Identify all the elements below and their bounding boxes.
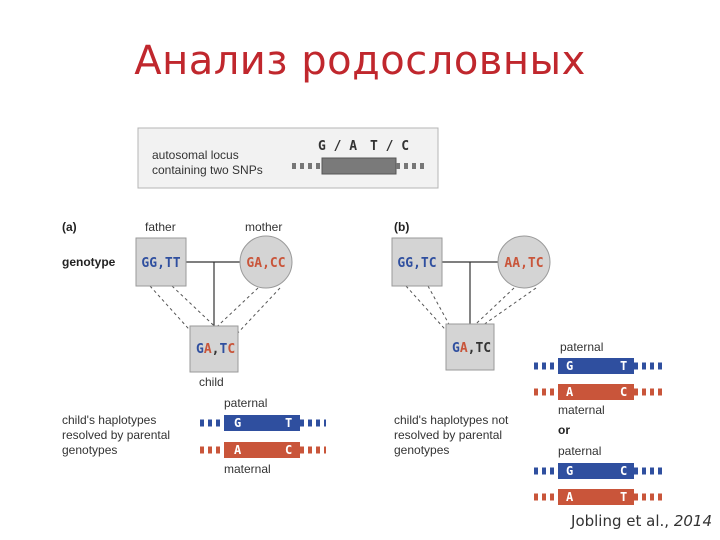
father-genotype-a: GG,TT [141, 256, 180, 271]
child-b-allele-1: G [452, 341, 460, 356]
child-node-b [445, 323, 495, 371]
child-genotype-a: GA,TC [196, 342, 235, 357]
maternal-bar-b1 [558, 384, 634, 400]
maternal-b2-allele-2: T [620, 490, 627, 504]
child-b-allele-2: A [460, 341, 468, 356]
paternal-b1-allele-2: T [620, 359, 627, 373]
resolution-b-line1: child's haplotypes not [394, 413, 509, 427]
maternal-label-a: maternal [224, 462, 271, 476]
child-label-a: child [199, 375, 224, 389]
resolution-a-line2: resolved by parental [62, 428, 170, 442]
inherit-line-a1 [149, 285, 197, 338]
or-label: or [558, 423, 570, 437]
resolution-a-line3: genotypes [62, 443, 117, 457]
mother-label: mother [245, 220, 282, 234]
child-a-allele-1: G [196, 342, 204, 357]
maternal-b1-allele-1: A [566, 385, 574, 399]
citation: Jobling et al., 2014 [571, 512, 712, 530]
paternal-bar-b2 [558, 463, 634, 479]
paternal-b2-allele-2: C [620, 464, 627, 478]
father-genotype-b: GG,TC [397, 256, 436, 271]
father-label: father [145, 220, 176, 234]
child-a-sep: , [212, 342, 220, 357]
maternal-b2-allele-1: A [566, 490, 574, 504]
resolution-b-line2: resolved by parental [394, 428, 502, 442]
citation-authors: Jobling et al., [571, 512, 674, 530]
panel-b-tag: (b) [394, 220, 409, 234]
maternal-b1-allele-2: C [620, 385, 627, 399]
child-genotype-b: GA,TC [452, 341, 491, 356]
child-a-allele-3: T [219, 342, 227, 357]
locus-label-line1: autosomal locus [152, 148, 239, 162]
paternal-label-b2: paternal [558, 444, 601, 458]
paternal-a-allele-1: G [234, 416, 241, 430]
maternal-bar-a [224, 442, 300, 458]
maternal-a-allele-2: C [285, 443, 292, 457]
snp1-label: G / A [318, 139, 357, 154]
maternal-a-allele-1: A [234, 443, 242, 457]
mother-genotype-b: AA,TC [504, 256, 543, 271]
genotype-label: genotype [62, 255, 116, 269]
mother-node-a [239, 235, 293, 289]
paternal-b1-allele-1: G [566, 359, 573, 373]
locus-bar [321, 157, 397, 175]
child-a-allele-4: C [227, 342, 235, 357]
snp2-label: T / C [370, 139, 409, 154]
paternal-a-allele-2: T [285, 416, 292, 430]
maternal-label-b1: maternal [558, 403, 605, 417]
panel-a-tag: (a) [62, 220, 77, 234]
inherit-line-b4 [465, 287, 537, 338]
resolution-a-line1: child's haplotypes [62, 413, 156, 427]
child-node-a [189, 325, 239, 373]
paternal-bar-a [224, 415, 300, 431]
paternal-b2-allele-1: G [566, 464, 573, 478]
child-b-rest: ,TC [468, 341, 491, 356]
child-a-allele-2: A [204, 342, 212, 357]
inherit-line-b1 [405, 285, 453, 338]
maternal-bar-b2 [558, 489, 634, 505]
inherit-line-a4 [233, 287, 281, 338]
citation-year: 2014 [673, 512, 712, 530]
mother-node-b [497, 235, 551, 289]
paternal-label-b1: paternal [560, 340, 603, 354]
slide-title: Анализ родословных [134, 38, 586, 84]
paternal-label-a: paternal [224, 396, 267, 410]
locus-label-line2: containing two SNPs [152, 163, 263, 177]
father-node-a [135, 237, 187, 287]
mother-genotype-a: GA,CC [246, 256, 285, 271]
resolution-b-line3: genotypes [394, 443, 449, 457]
paternal-bar-b1 [558, 358, 634, 374]
father-node-b [391, 237, 443, 287]
